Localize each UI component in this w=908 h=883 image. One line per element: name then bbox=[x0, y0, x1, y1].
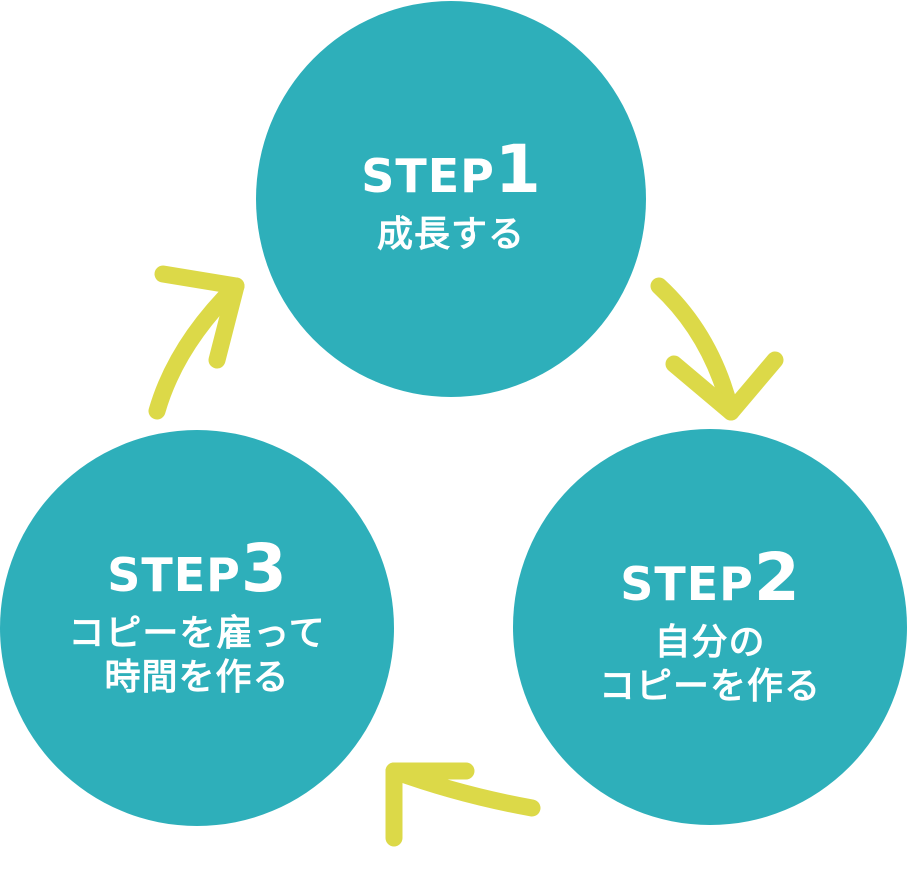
arrow-step3-to-step1-icon bbox=[148, 265, 245, 420]
step1-caption: 成長する bbox=[256, 213, 646, 257]
arrow-step2-to-step3-icon bbox=[385, 762, 541, 847]
step2-circle: STEP2 自分の コピーを作る bbox=[513, 429, 907, 825]
step1-circle: STEP1 成長する bbox=[256, 1, 646, 397]
step1-word: STEP bbox=[361, 149, 495, 203]
arrow-step1-to-step2-icon bbox=[650, 277, 784, 421]
step2-caption-line-1: 自分の bbox=[654, 622, 766, 663]
step1-number: 1 bbox=[494, 131, 541, 208]
step3-caption: コピーを雇って 時間を作る bbox=[0, 612, 394, 700]
step3-circle: STEP3 コピーを雇って 時間を作る bbox=[0, 430, 394, 826]
step3-caption-line-1: コピーを雇って bbox=[68, 613, 326, 654]
step2-heading: STEP2 bbox=[513, 545, 907, 611]
step3-caption-line-2: 時間を作る bbox=[104, 657, 290, 698]
step2-number: 2 bbox=[753, 539, 800, 616]
step2-caption: 自分の コピーを作る bbox=[513, 621, 907, 709]
step1-caption-line-1: 成長する bbox=[376, 214, 525, 255]
step3-number: 3 bbox=[240, 530, 287, 607]
step2-word: STEP bbox=[620, 557, 754, 611]
step3-heading: STEP3 bbox=[0, 536, 394, 602]
step1-heading: STEP1 bbox=[256, 137, 646, 203]
step2-caption-line-2: コピーを作る bbox=[598, 666, 821, 707]
step3-word: STEP bbox=[107, 548, 241, 602]
